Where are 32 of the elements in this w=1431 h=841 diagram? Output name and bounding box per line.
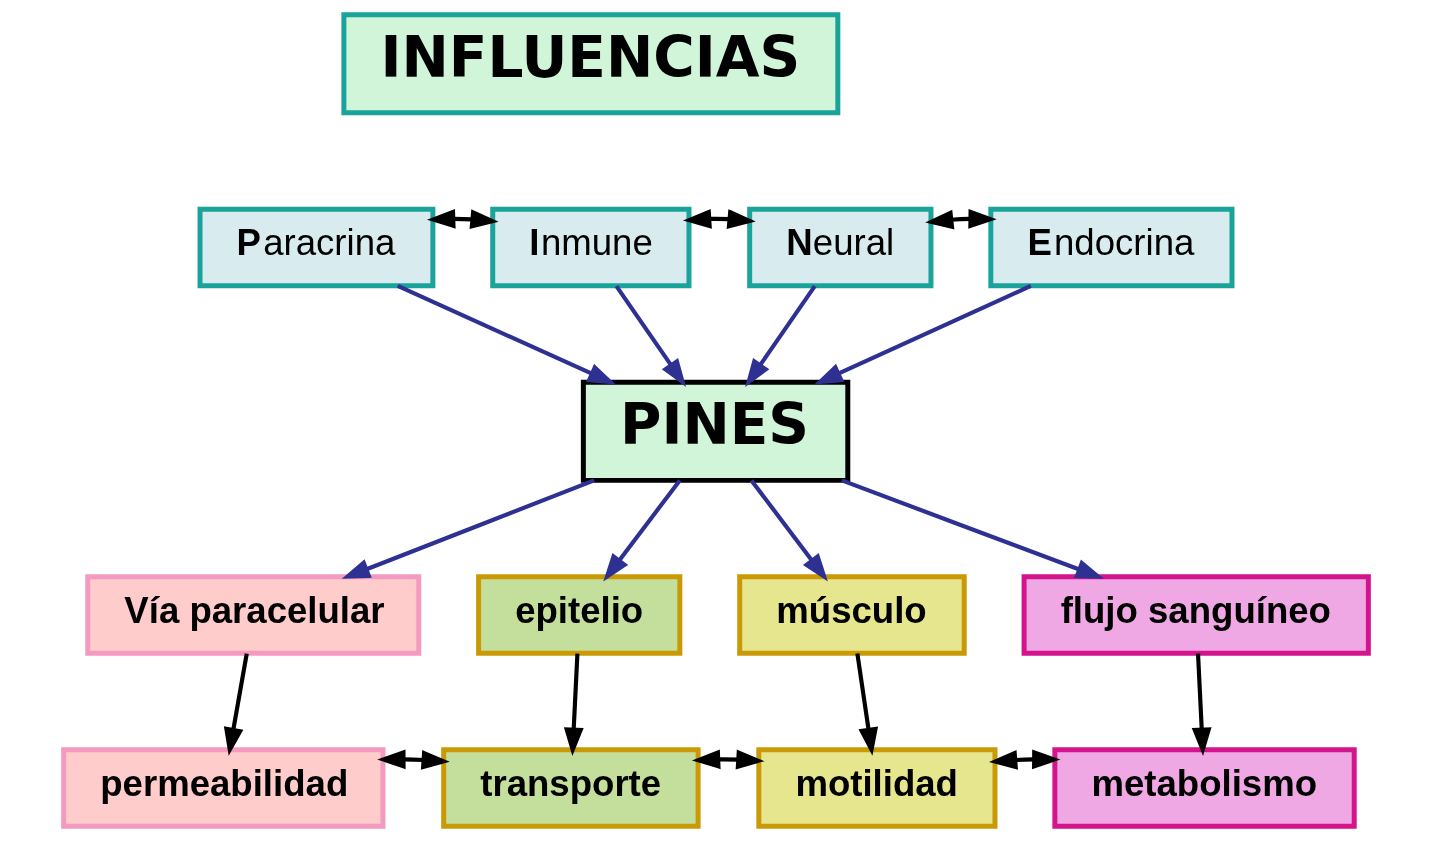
node-box: metabolismo [1051, 747, 1357, 829]
node-box: flujo sanguíneo [1021, 574, 1371, 656]
node-box: PINES [580, 379, 850, 483]
node-box: transporte [440, 747, 701, 829]
arrow [1191, 653, 1212, 756]
arrow [854, 653, 878, 756]
arrow [840, 478, 1104, 579]
node-box: motilidad [755, 747, 997, 829]
arrow [614, 284, 686, 387]
arrow [341, 478, 595, 579]
node-box: Inmune [489, 206, 691, 289]
node-box: permeabilidad [60, 747, 385, 829]
arrow [396, 284, 616, 385]
node-box: Endocrina [987, 206, 1234, 289]
arrow [749, 479, 828, 582]
arrow [602, 479, 681, 582]
node-box: Neural [746, 206, 933, 289]
node-box: epitelio [475, 574, 682, 656]
arrow [744, 284, 816, 387]
arrow [988, 749, 1060, 770]
arrow [563, 653, 584, 756]
arrow [376, 749, 450, 770]
arrow [223, 653, 249, 756]
arrow [813, 284, 1032, 385]
node-box: Paracrina [197, 206, 435, 289]
arrow [691, 749, 764, 770]
arrow [426, 208, 499, 230]
node-box: INFLUENCIAS [340, 12, 840, 116]
node-box: músculo [736, 574, 967, 656]
arrow [924, 208, 997, 230]
arrow [682, 208, 756, 229]
node-box: Vía paracelular [84, 574, 421, 656]
